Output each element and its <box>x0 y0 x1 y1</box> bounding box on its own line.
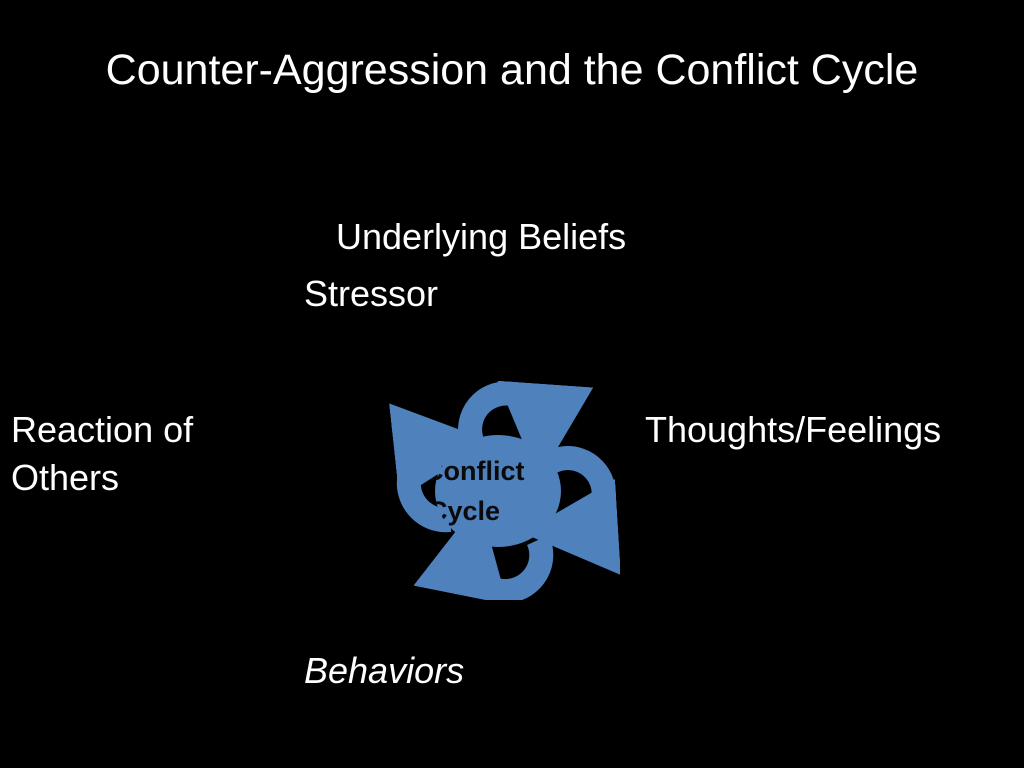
label-reaction-line2: Others <box>11 457 120 498</box>
conflict-cycle-graphic: Conflict Cycle <box>380 380 620 600</box>
cycle-arrow-left <box>389 403 490 533</box>
cycle-arrow-bottom <box>413 500 554 600</box>
label-reaction-line1: Reaction of <box>11 409 194 450</box>
cycle-text-line2: Cycle <box>435 496 501 526</box>
label-thoughts-feelings: Thoughts/Feelings <box>645 409 942 450</box>
cycle-center-circle <box>435 435 561 547</box>
slide-title: Counter-Aggression and the Conflict Cycl… <box>105 46 919 94</box>
label-underlying-beliefs: Underlying Beliefs <box>336 216 627 257</box>
label-stressor: Stressor <box>304 273 439 314</box>
label-behaviors: Behaviors <box>304 650 465 691</box>
label-reaction-of-others: Reaction of Others <box>11 406 193 502</box>
cycle-text-line1: Conflict <box>435 456 525 486</box>
cycle-text-clip: Conflict Cycle <box>435 435 561 547</box>
cycle-arrows-icon <box>389 380 620 600</box>
cycle-arrow-right <box>522 446 620 575</box>
